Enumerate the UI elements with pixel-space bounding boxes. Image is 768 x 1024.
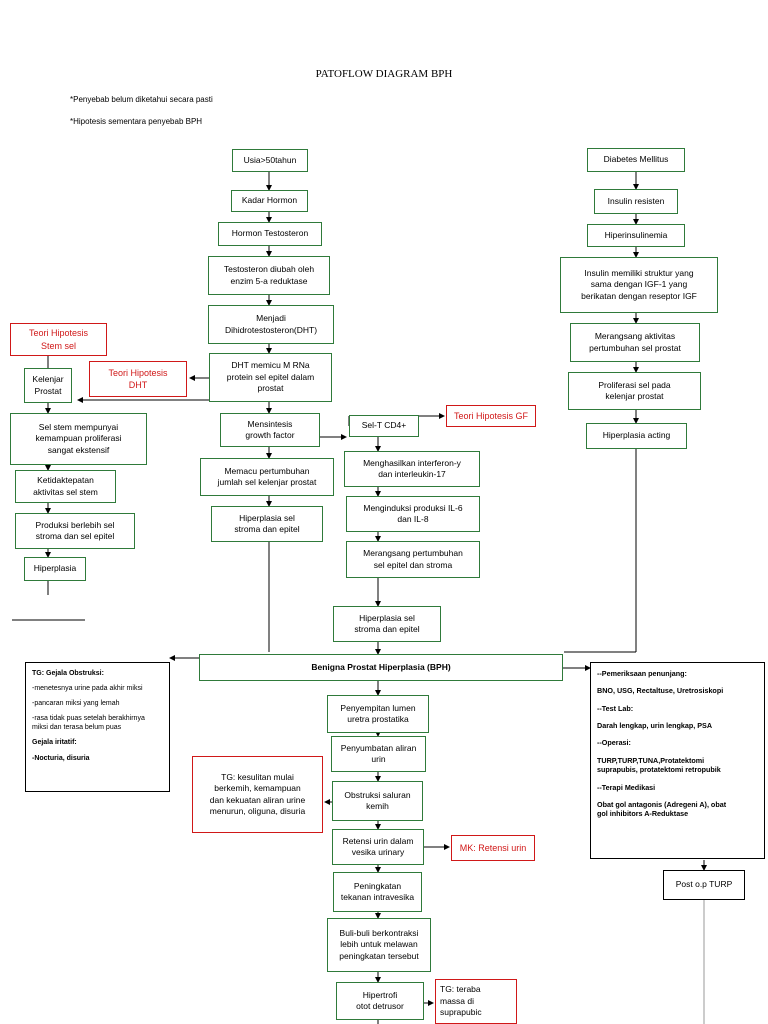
node-dht-memicu: DHT memicu M RNa protein sel epitel dala… bbox=[209, 353, 332, 402]
label-teori-gf: Teori Hipotesis GF bbox=[446, 405, 536, 427]
panel-gejala-item: -Nocturia, disuria bbox=[32, 754, 90, 762]
node-retensi: Retensi urin dalam vesika urinary bbox=[332, 829, 424, 865]
panel-right-item: TURP,TURP,TUNA,Protatektomi suprapubis, … bbox=[597, 755, 721, 775]
panel-gejala-obstruksi: TG: Gejala Obstruksi: -menetesnya urine … bbox=[25, 662, 170, 792]
panel-gejala-heading: TG: Gejala Obstruksi: bbox=[32, 670, 104, 677]
panel-gejala-item: -menetesnya urine pada akhir miksi bbox=[32, 685, 143, 693]
node-produksi-berlebih: Produksi berlebih sel stroma dan sel epi… bbox=[15, 513, 135, 549]
node-hiperplasia-stroma-epitel-2: Hiperplasia sel stroma dan epitel bbox=[333, 606, 441, 642]
node-memacu: Memacu pertumbuhan jumlah sel kelenjar p… bbox=[200, 458, 334, 496]
node-menjadi-dht: Menjadi Dihidrotestosteron(DHT) bbox=[208, 305, 334, 344]
node-obstruksi: Obstruksi saluran kemih bbox=[332, 781, 423, 821]
label-teori-dht: Teori Hipotesis DHT bbox=[89, 361, 187, 397]
panel-right-item: --Terapi Medikasi bbox=[597, 782, 656, 792]
panel-right-item: BNO, USG, Rectaltuse, Uretrosiskopi bbox=[597, 686, 724, 696]
node-merangsang-pertumbuhan: Merangsang pertumbuhan sel epitel dan st… bbox=[346, 541, 480, 578]
node-hiperplasia-acting: Hiperplasia acting bbox=[586, 423, 687, 449]
note-hypothesis: *Hipotesis sementara penyebab BPH bbox=[70, 117, 203, 126]
node-hiperplasia-stroma-epitel: Hiperplasia sel stroma dan epitel bbox=[211, 506, 323, 542]
node-diabetes: Diabetes Mellitus bbox=[587, 148, 685, 172]
node-kelenjar-prostat: Kelenjar Prostat bbox=[24, 368, 72, 403]
node-testosteron-diubah: Testosteron diubah oleh enzim 5-a redukt… bbox=[208, 256, 330, 295]
node-sel-t: Sel-T CD4+ bbox=[349, 415, 419, 437]
tg-teraba-massa: TG: teraba massa di suprapubic bbox=[435, 979, 517, 1024]
mk-retensi-urin: MK: Retensi urin bbox=[451, 835, 535, 861]
node-il6: Menginduksi produksi IL-6 dan IL-8 bbox=[346, 496, 480, 532]
panel-gejala-iritatif: Gejala iritatif: bbox=[32, 739, 77, 747]
panel-gejala-item: -pancaran miksi yang lemah bbox=[32, 700, 120, 708]
node-merangsang-aktivitas: Merangsang aktivitas pertumbuhan sel pro… bbox=[570, 323, 700, 362]
panel-right-item: Darah lengkap, urin lengkap, PSA bbox=[597, 721, 713, 731]
node-interferon: Menghasilkan interferon-y dan interleuki… bbox=[344, 451, 480, 487]
node-kadar-hormon: Kadar Hormon bbox=[231, 190, 308, 212]
panel-penatalaksanaan: --Pemeriksaan penunjang: BNO, USG, Recta… bbox=[590, 662, 765, 859]
tg-kesulitan-berkemih: TG: kesulitan mulai berkemih, kemampuan … bbox=[192, 756, 323, 833]
panel-right-item: Obat gol antagonis (Adregeni A), obat go… bbox=[597, 799, 727, 819]
node-penyempitan: Penyempitan lumen uretra prostatika bbox=[327, 695, 429, 733]
node-proliferasi: Proliferasi sel pada kelenjar prostat bbox=[568, 372, 701, 410]
node-post-op-turp: Post o.p TURP bbox=[663, 870, 745, 900]
node-hiperplasia-left: Hiperplasia bbox=[24, 557, 86, 581]
node-hipertrofi: Hipertrofi otot detrusor bbox=[336, 982, 424, 1020]
page-title: PATOFLOW DIAGRAM BPH bbox=[315, 68, 453, 80]
node-mensintesis: Mensintesis growth factor bbox=[220, 413, 320, 447]
panel-right-item: --Test Lab: bbox=[597, 703, 634, 713]
node-usia: Usia>50tahun bbox=[232, 149, 308, 172]
node-ketidaktepatan: Ketidaktepatan aktivitas sel stem bbox=[15, 470, 116, 503]
node-buli-buli: Buli-buli berkontraksi lebih untuk melaw… bbox=[327, 918, 431, 972]
node-bph: Benigna Prostat Hiperplasia (BPH) bbox=[199, 654, 563, 681]
node-hiperinsulinemia: Hiperinsulinemia bbox=[587, 224, 685, 247]
panel-gejala-item: -rasa tidak puas setelah berakhirnya mik… bbox=[32, 715, 145, 732]
note-cause-unknown: *Penyebab belum diketahui secara pasti bbox=[70, 95, 213, 104]
node-peningkatan: Peningkatan tekanan intravesika bbox=[333, 872, 422, 912]
panel-right-item: --Operasi: bbox=[597, 738, 631, 748]
node-insulin-resisten: Insulin resisten bbox=[594, 189, 678, 214]
node-sel-stem: Sel stem mempunyai kemampuan proliferasi… bbox=[10, 413, 147, 465]
node-penyumbatan: Penyumbatan aliran urin bbox=[331, 736, 426, 772]
panel-right-item: --Pemeriksaan penunjang: bbox=[597, 669, 687, 678]
node-hormon-testosteron: Hormon Testosteron bbox=[218, 222, 322, 246]
label-teori-stem-sel: Teori Hipotesis Stem sel bbox=[10, 323, 107, 356]
node-insulin-struktur: Insulin memiliki struktur yang sama deng… bbox=[560, 257, 718, 313]
